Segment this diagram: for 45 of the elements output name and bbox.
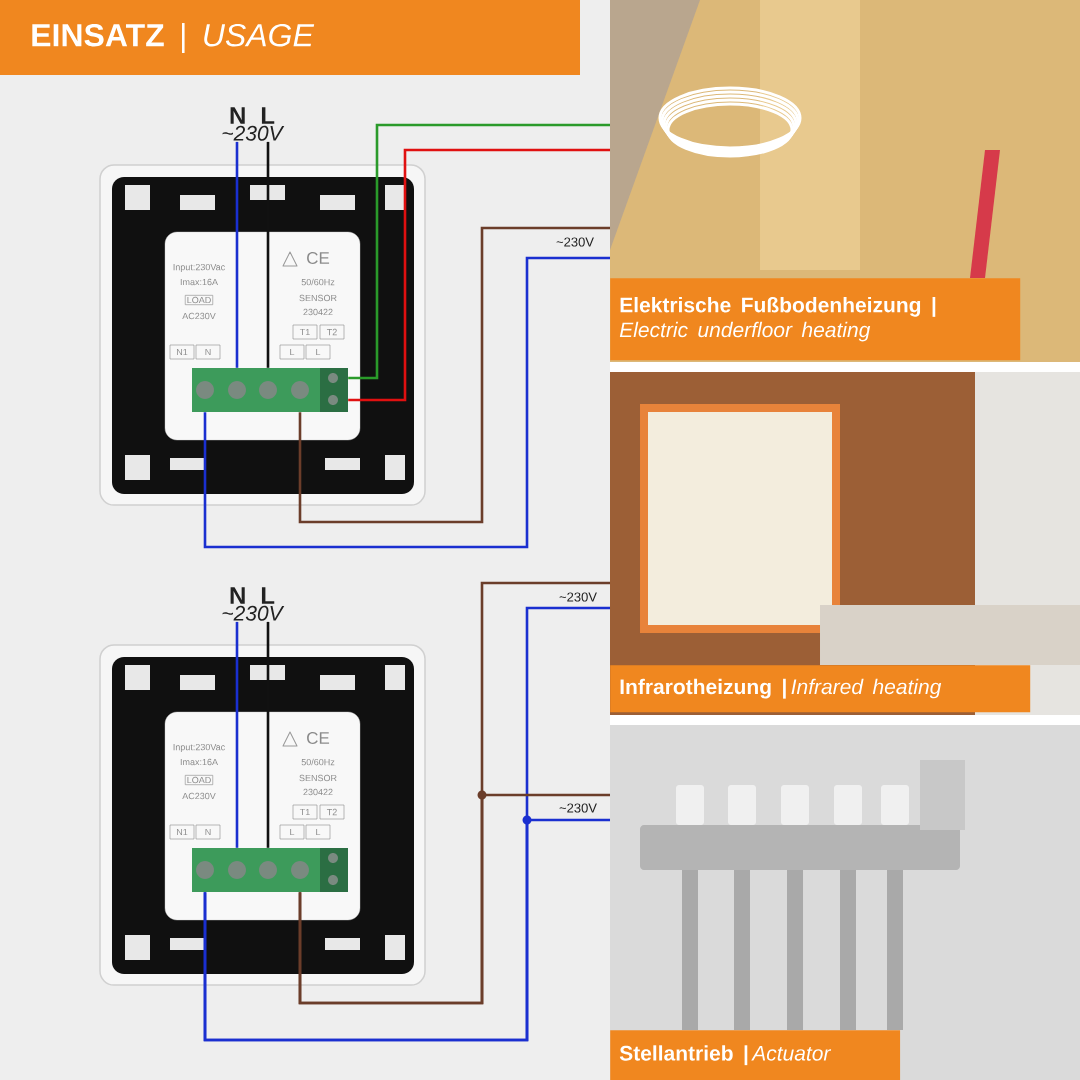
terminal-label: L xyxy=(305,824,331,840)
ce-mark: CE xyxy=(307,252,330,265)
wire xyxy=(298,226,610,524)
label-text: Input:230Vac xyxy=(173,263,225,273)
wire xyxy=(348,123,610,380)
power-label: N L ~230V xyxy=(222,107,285,141)
ce-mark: CE xyxy=(307,732,330,745)
terminal-label: T2 xyxy=(319,804,345,820)
terminal-label: L xyxy=(305,344,331,360)
terminal-label: N1 xyxy=(169,344,195,360)
wire xyxy=(298,790,610,1005)
label-text: SENSOR xyxy=(299,774,337,782)
label-text: Imax:16A xyxy=(180,278,218,286)
wire xyxy=(203,815,610,1042)
caption-band: Stellantrieb | Actuator xyxy=(610,1030,901,1080)
label-text: SENSOR xyxy=(299,294,337,302)
terminal-block xyxy=(192,848,348,892)
label-text: Imax:16A xyxy=(180,758,218,766)
wire xyxy=(266,141,270,368)
terminal-label: T2 xyxy=(319,324,345,340)
terminal-label: N xyxy=(195,344,221,360)
terminal-label: L xyxy=(279,824,305,840)
load-label: LOAD xyxy=(184,775,214,785)
label-text: 230422 xyxy=(303,308,333,316)
terminal-label: T1 xyxy=(292,324,318,340)
terminal-block xyxy=(192,368,348,412)
wire xyxy=(266,621,270,848)
wire xyxy=(348,148,610,402)
power-label: N L ~230V xyxy=(222,587,285,621)
wire xyxy=(235,141,239,368)
label-text: 50/60Hz xyxy=(301,758,335,766)
label-text: AC230V xyxy=(182,792,216,800)
label-text: 230422 xyxy=(303,788,333,796)
label-text: AC230V xyxy=(182,312,216,320)
load-label: LOAD xyxy=(184,295,214,305)
terminal-label: N1 xyxy=(169,824,195,840)
terminal-label: N xyxy=(195,824,221,840)
wire xyxy=(203,256,610,549)
title-band: EINSATZ | USAGE xyxy=(0,0,580,75)
wire xyxy=(235,621,239,848)
terminal-label: T1 xyxy=(292,804,318,820)
caption-band: Elektrische Fußbodenheizung | Electric underfloor heating xyxy=(610,278,1021,361)
label-text: Input:230Vac xyxy=(173,743,225,753)
label-text: 50/60Hz xyxy=(301,278,335,286)
terminal-label: L xyxy=(279,344,305,360)
